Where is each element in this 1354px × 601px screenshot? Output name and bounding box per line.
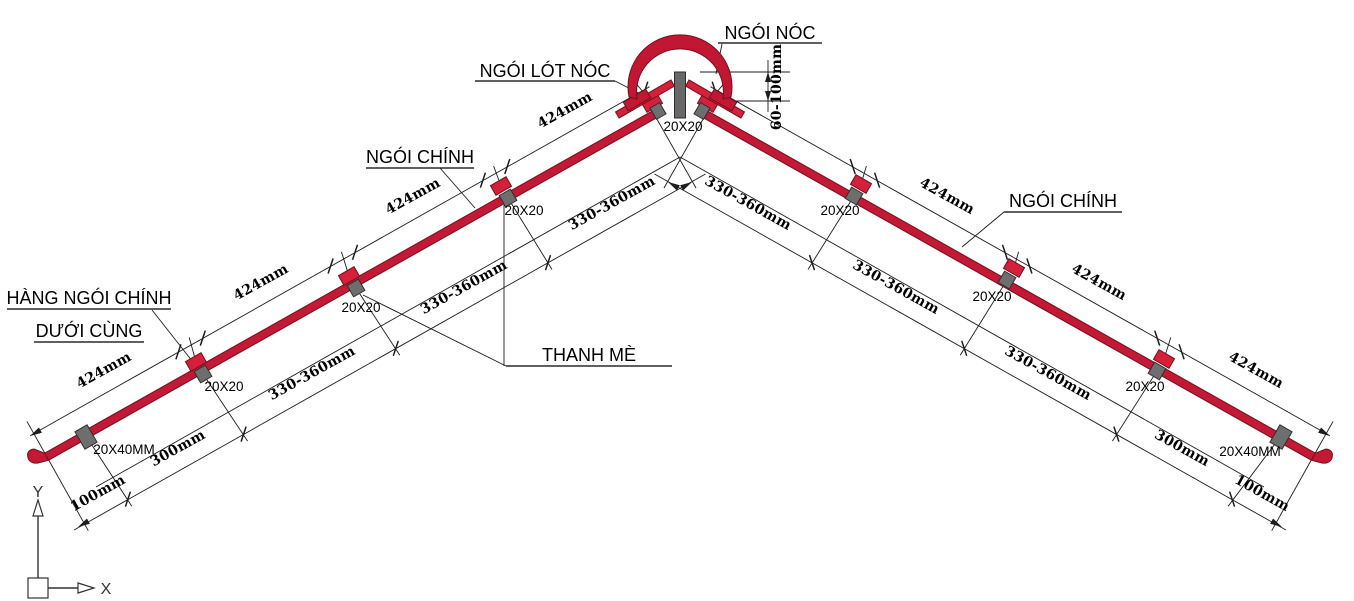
dim-424: 424mm [535, 89, 596, 132]
dim-300: 300mm [1152, 427, 1213, 470]
dim-424: 424mm [1226, 349, 1287, 392]
ext-line [959, 279, 1008, 356]
eave-batten-size-label: 20X40MM [1219, 444, 1281, 459]
dim-330-360: 330-360mm [418, 257, 510, 318]
batten-20x20 [346, 278, 366, 298]
ext-line [46, 456, 89, 531]
eave-batten-size-label: 20X40MM [93, 442, 155, 457]
dim-424: 424mm [74, 349, 135, 392]
dim-330-360: 330-360mm [702, 173, 794, 234]
right-outer-dim-line [710, 86, 1331, 436]
ext-line [663, 113, 707, 189]
batten-size-label: 20X20 [972, 289, 1011, 304]
batten-20x20 [193, 364, 213, 384]
main-tile-label-left: NGÓI CHÍNH [366, 146, 474, 167]
right-spacing-dim-line [654, 173, 1287, 531]
ridge-cap [627, 34, 733, 100]
dimension-lines [26, 60, 1334, 531]
main-tile-label-right: NGÓI CHÍNH [1009, 190, 1117, 211]
axis-origin-box [27, 577, 49, 599]
dim-330-360: 330-360mm [850, 257, 942, 318]
dimension-ticks [124, 81, 1236, 507]
ridge-mini-batten [649, 101, 667, 121]
batten-20x20 [498, 188, 518, 208]
batten-size-label: 20X20 [1125, 379, 1164, 394]
ext-line [85, 435, 133, 507]
tile-nose [1152, 349, 1176, 369]
x-axis-label: X [101, 581, 112, 598]
dim-100: 100mm [1232, 472, 1293, 515]
battens-20x20 [74, 186, 1293, 450]
right-rafter-line [679, 156, 1265, 488]
dim-330-360: 330-360mm [566, 173, 658, 234]
batten-size-labels: 20X20 20X20 20X20 20X20 20X20 20X20 20X2… [93, 119, 1281, 459]
x-axis-arrowhead [77, 582, 97, 594]
ext-line [507, 197, 553, 270]
batten-20x20 [1147, 361, 1167, 381]
batten-leader-diagonal [362, 294, 507, 367]
ext-line [1271, 456, 1314, 531]
dim-60-100: 60-100mm [769, 44, 785, 131]
bottom-row-label-line2: DƯỚI CÙNG [36, 320, 143, 341]
y-axis-label: Y [33, 484, 44, 501]
ucs-axis-icon: Y X [27, 484, 112, 599]
dim-330-360: 330-360mm [266, 343, 358, 404]
bottom-row-label-line1: HÀNG NGÓI CHÍNH [6, 287, 171, 308]
batten-size-label: 20X20 [820, 203, 859, 218]
ext-line [1227, 435, 1282, 507]
dim-100: 100mm [68, 472, 129, 515]
batten-size-label: 20X20 [341, 300, 380, 315]
dim-424: 424mm [917, 175, 978, 218]
ridge-assembly [614, 34, 746, 121]
y-axis-arrowhead [32, 497, 44, 517]
ext-line [653, 113, 697, 189]
dim-424: 424mm [231, 261, 292, 304]
ext-line [26, 421, 48, 458]
ridge-post [674, 71, 686, 119]
left-rafter-line [95, 156, 681, 488]
tile-noses [184, 93, 1176, 372]
ridge-underlay-label: NGÓI LÓT NÓC [480, 60, 611, 81]
left-spacing-dim-line [73, 173, 706, 531]
right-eave-tile-tip [1310, 448, 1333, 464]
batten-size-label: 20X20 [204, 379, 243, 394]
batten-size-label: 20X20 [504, 203, 543, 218]
dim-424: 424mm [383, 175, 444, 218]
eave-batten-20x40 [1269, 424, 1293, 450]
ext-line [355, 287, 401, 356]
left-eave-tile-tip [27, 448, 50, 464]
ext-line [1312, 421, 1334, 458]
ext-line [807, 195, 855, 270]
batten-20x20 [844, 186, 864, 206]
tile-nose [1002, 258, 1026, 278]
ext-line [1112, 370, 1158, 442]
tile-nose [337, 266, 361, 286]
dim-300: 300mm [148, 427, 209, 470]
dim-424: 424mm [1069, 261, 1130, 304]
ridge-mini-batten [693, 101, 711, 121]
batten-size-label: 20X20 [663, 119, 702, 134]
ridge-tile-label: NGÓI NÓC [724, 22, 815, 43]
left-outer-dim-line [29, 86, 650, 436]
roof-tiles [27, 93, 1333, 464]
component-labels: NGÓI NÓC NGÓI LÓT NÓC NGÓI CHÍNH NGÓI CH… [6, 22, 1117, 365]
batten-label: THANH MÈ [542, 345, 636, 365]
tile-nose [849, 174, 873, 194]
eave-batten-20x40 [74, 424, 98, 450]
tile-nose [489, 176, 513, 196]
leader-lines [7, 42, 1122, 372]
dim-330-360: 330-360mm [1002, 343, 1094, 404]
batten-20x20 [997, 270, 1017, 290]
ext-line [202, 373, 248, 442]
dimension-arrows [30, 72, 1330, 527]
tile-nose [184, 352, 208, 372]
